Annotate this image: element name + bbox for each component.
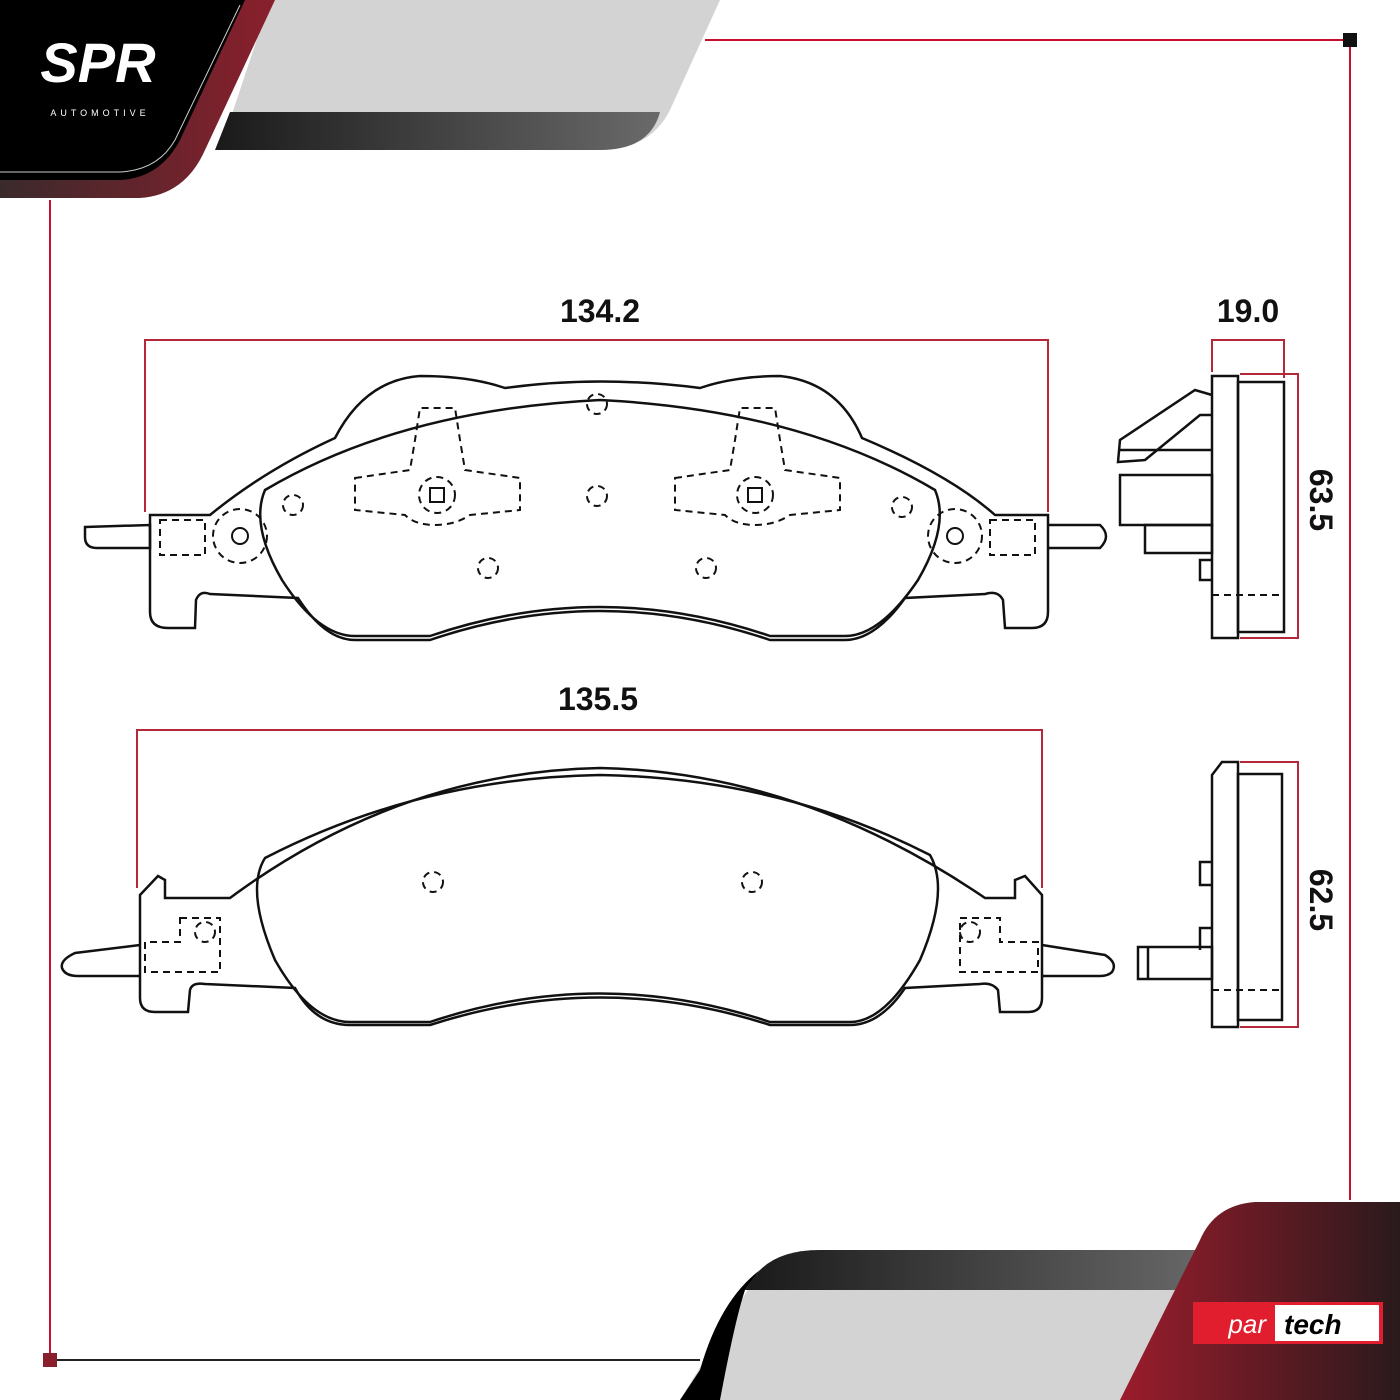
bottom-pad-side-view	[1136, 760, 1284, 1029]
partech-logo: par tech	[1193, 1302, 1383, 1344]
bottom-pad-front-view	[60, 766, 1116, 1027]
top-pad-side-view	[1116, 374, 1286, 640]
logo-sub-text: AUTOMOTIVE	[50, 108, 149, 118]
frame	[49, 39, 1351, 1361]
frame-corner-marker	[43, 1353, 57, 1367]
footer-decoration	[680, 1202, 1400, 1400]
dimension-label-top-height: 63.5	[1303, 469, 1339, 531]
spr-automotive-logo: SPR AUTOMOTIVE	[40, 31, 156, 118]
dimension-label-bottom-width: 135.5	[558, 681, 638, 717]
dimension-label-top-width: 134.2	[560, 293, 640, 329]
top-pad-front-view	[83, 374, 1108, 642]
dimension-lines	[136, 339, 1299, 1028]
logo-tech-text: tech	[1284, 1309, 1342, 1340]
header-decoration	[0, 0, 720, 198]
dimension-label-bottom-height: 62.5	[1303, 869, 1339, 931]
frame-corner-marker	[1343, 33, 1357, 47]
dimension-label-thickness: 19.0	[1217, 293, 1279, 329]
logo-main-text: SPR	[40, 31, 156, 94]
logo-par-text: par	[1227, 1309, 1267, 1339]
